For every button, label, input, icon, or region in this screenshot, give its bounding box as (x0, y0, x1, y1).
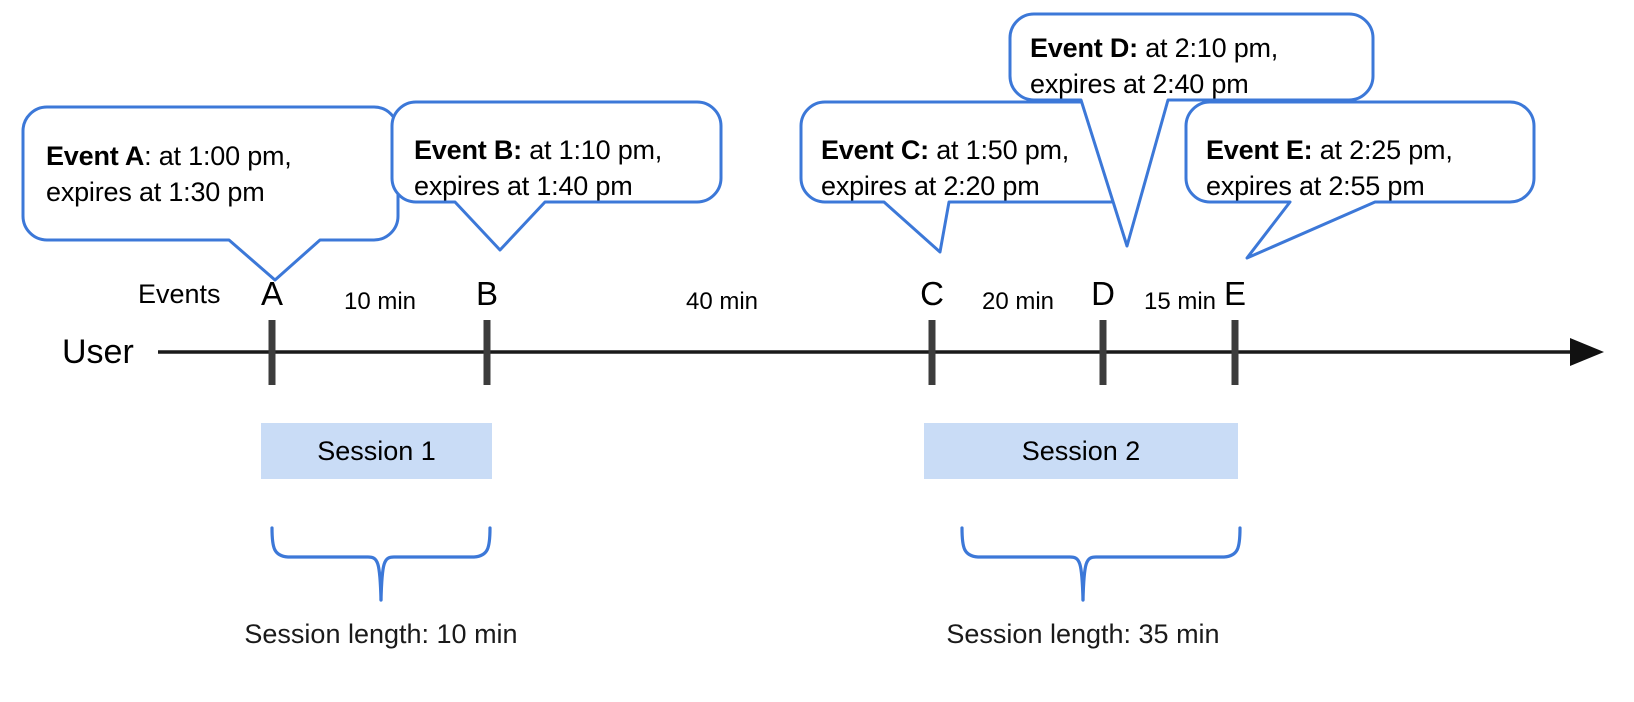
axis-arrowhead (1570, 338, 1604, 366)
callout-b-text: Event B: at 1:10 pm, expires at 1:40 pm (414, 132, 714, 204)
callout-event-d (1008, 12, 1375, 248)
callout-e-bubble (1184, 100, 1536, 260)
event-letter-e: E (1223, 275, 1246, 312)
callout-event-b (390, 100, 723, 252)
event-letter-a: A (260, 275, 283, 312)
callout-d-bubble (1008, 12, 1375, 248)
callout-event-a (21, 105, 400, 282)
timeline-axis (158, 338, 1604, 366)
callout-event-e (1184, 100, 1536, 260)
gap-label-c-d: 20 min (981, 288, 1055, 315)
callout-e-bold: Event E: (1206, 135, 1313, 165)
brace-1-left (270, 526, 383, 602)
event-ticks (268, 320, 1239, 385)
session-caption-1: Session length: 10 min (244, 619, 518, 649)
callout-c-bold: Event C: (821, 135, 929, 165)
callout-a-text: Event A: at 1:00 pm, expires at 1:30 pm (46, 138, 386, 210)
session-bar-1: Session 1 (261, 423, 492, 479)
event-letter-b: B (475, 275, 498, 312)
callout-b-bubble (390, 100, 723, 252)
brace-session-2 (960, 526, 1242, 602)
axis-row-label: User (62, 333, 134, 371)
callout-a-rest: : at 1:00 pm, expires at 1:30 pm (46, 141, 292, 207)
gap-label-b-c: 40 min (685, 288, 759, 315)
callout-c-rest: at 1:50 pm, expires at 2:20 pm (821, 135, 1070, 201)
callout-b-bold: Event B: (414, 135, 522, 165)
brace-1-right (379, 526, 492, 602)
gap-label-d-e: 15 min (1143, 288, 1217, 315)
callout-e-rest: at 2:25 pm, expires at 2:55 pm (1206, 135, 1453, 201)
callout-d-text: Event D: at 2:10 pm, expires at 2:40 pm (1030, 30, 1360, 102)
session-bar-2: Session 2 (924, 423, 1238, 479)
session-caption-2: Session length: 35 min (946, 619, 1220, 649)
gap-label-a-b: 10 min (343, 288, 417, 315)
brace-2-left (960, 526, 1085, 602)
callout-a-bubble (21, 105, 400, 282)
callout-e-text: Event E: at 2:25 pm, expires at 2:55 pm (1206, 132, 1526, 204)
callout-d-bold: Event D: (1030, 33, 1138, 63)
event-letter-c: C (920, 275, 944, 312)
events-label: Events (138, 279, 221, 309)
callout-b-rest: at 1:10 pm, expires at 1:40 pm (414, 135, 663, 201)
callout-d-rest: at 2:10 pm, expires at 2:40 pm (1030, 33, 1279, 99)
callout-c-text: Event C: at 1:50 pm, expires at 2:20 pm (821, 132, 1131, 204)
brace-2-right (1081, 526, 1242, 602)
event-letter-d: D (1091, 275, 1115, 312)
callout-a-bold: Event A (46, 141, 145, 171)
brace-session-1 (270, 526, 492, 602)
